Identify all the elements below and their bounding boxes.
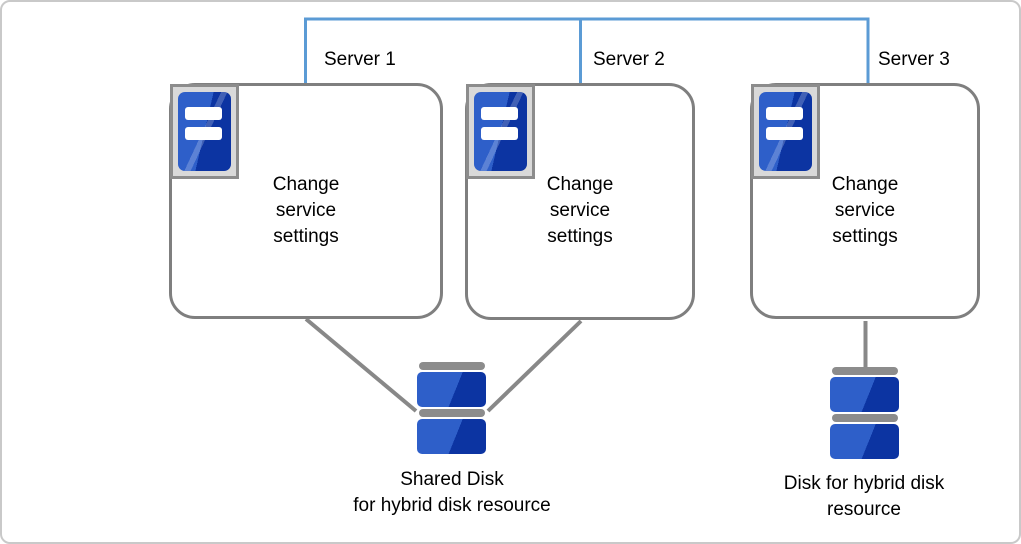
task-line: settings — [273, 226, 339, 247]
server-slot-icon — [766, 107, 803, 120]
tower-server-icon-body — [474, 92, 527, 171]
disk-label-line: Disk for hybrid disk — [783, 473, 945, 494]
task-line: Change — [546, 174, 614, 195]
disk-platter-icon — [417, 372, 486, 407]
disk-bar-icon — [831, 414, 898, 422]
server-1-box: Change service settings — [169, 83, 443, 319]
task-line: Change — [831, 174, 899, 195]
disk-platter-icon — [830, 377, 899, 412]
server-2-label: Server 2 — [593, 49, 665, 70]
disk-label-line: for hybrid disk resource — [353, 495, 551, 516]
server-1-task-text: Change service settings — [172, 172, 440, 250]
disk-bar-icon — [418, 362, 485, 370]
server-3-task-text: Change service settings — [753, 172, 977, 250]
disk-platter-icon — [417, 419, 486, 454]
task-line: service — [275, 200, 337, 221]
task-line: service — [549, 200, 611, 221]
tower-server-icon — [170, 84, 239, 179]
server-slot-icon — [185, 107, 222, 120]
shared-disk-label: Shared Disk for hybrid disk resource — [322, 467, 582, 519]
server-3-label: Server 3 — [878, 49, 950, 70]
server-3-box: Change service settings — [750, 83, 980, 319]
tower-server-icon-body — [178, 92, 231, 171]
tower-server-icon — [466, 84, 535, 179]
disk-connection-lines — [304, 317, 868, 413]
server-slot-icon — [481, 107, 518, 120]
tower-server-icon — [751, 84, 820, 179]
server-slot-icon — [766, 127, 803, 140]
task-line: settings — [547, 226, 613, 247]
server-slot-icon — [481, 127, 518, 140]
tower-server-icon-body — [759, 92, 812, 171]
hybrid-disk-label: Disk for hybrid disk resource — [744, 471, 984, 523]
shared-disk-icon — [417, 362, 486, 456]
server-1-label: Server 1 — [324, 49, 396, 70]
task-line: Change — [272, 174, 340, 195]
task-line: settings — [832, 226, 898, 247]
disk-label-line: Shared Disk — [400, 469, 504, 490]
server-2-task-text: Change service settings — [468, 172, 692, 250]
disk-label-line: resource — [827, 499, 901, 520]
disk-platter-icon — [830, 424, 899, 459]
task-line: service — [834, 200, 896, 221]
hybrid-disk-icon — [830, 367, 899, 461]
server-2-box: Change service settings — [465, 83, 695, 320]
server-slot-icon — [185, 127, 222, 140]
disk-bar-icon — [831, 367, 898, 375]
disk-bar-icon — [418, 409, 485, 417]
